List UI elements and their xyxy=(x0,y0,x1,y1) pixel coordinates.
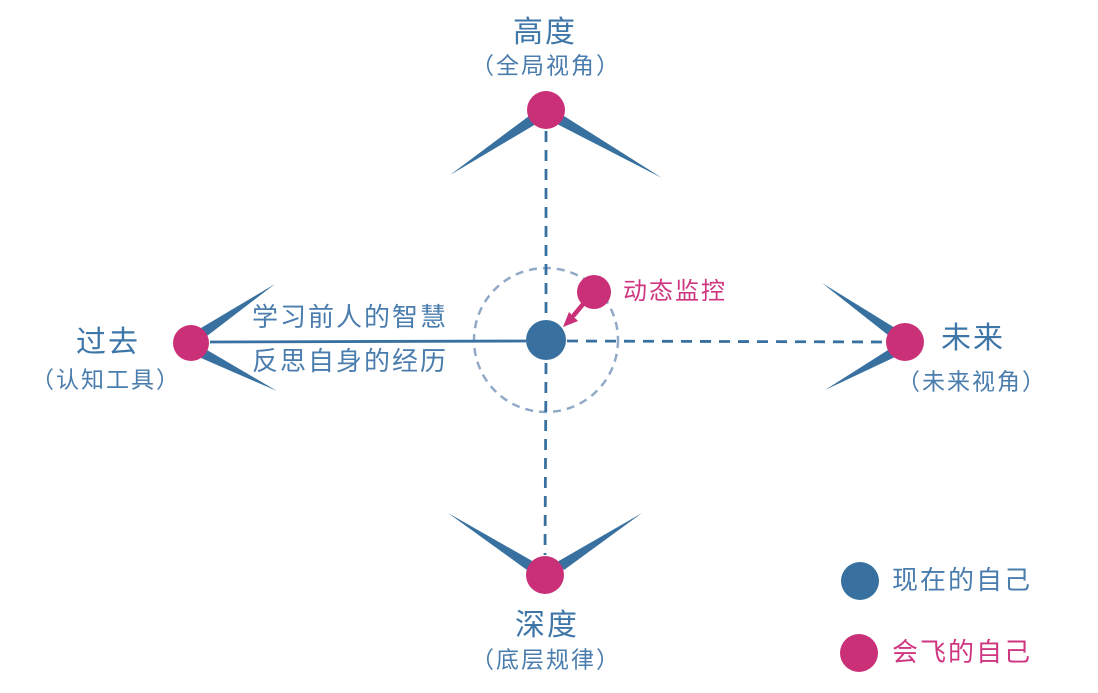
top-node-right-wing xyxy=(557,116,662,178)
right-node-dot xyxy=(886,323,924,361)
left-node-down-wing xyxy=(201,350,277,391)
left-axis-lower-annotation: 反思自身的经历 xyxy=(251,347,449,377)
bottom-node-right-wing xyxy=(557,513,642,570)
right-node-sublabel: （未来视角） xyxy=(897,369,1047,396)
legend-flying-self-dot xyxy=(840,634,878,672)
monitor-arrow-shaft xyxy=(571,300,587,318)
bottom-node-label: 深度 xyxy=(515,608,579,643)
left-axis-upper-annotation: 学习前人的智慧 xyxy=(251,303,449,333)
legend-current-self-dot xyxy=(841,562,879,600)
bottom-node-left-wing xyxy=(448,513,534,570)
wing-lines xyxy=(201,116,895,570)
legend-flying-self-label: 会飞的自己 xyxy=(892,638,1033,668)
legend-current-self-label: 现在的自己 xyxy=(892,566,1033,596)
right-node-up-wing xyxy=(822,283,895,335)
top-node-sublabel: （全局视角） xyxy=(471,53,621,80)
right-node-label: 未来 xyxy=(941,321,1005,356)
top-node-dot xyxy=(527,91,565,129)
monitor-dot xyxy=(577,275,611,309)
monitor-annotation-label: 动态监控 xyxy=(623,277,727,305)
left-node-label: 过去 xyxy=(76,325,140,360)
bottom-node-dot xyxy=(526,556,564,594)
left-node-up-wing xyxy=(201,284,275,336)
top-node-label: 高度 xyxy=(513,15,577,50)
top-node-left-wing xyxy=(450,116,536,175)
left-node-sublabel: （认知工具） xyxy=(31,367,181,394)
monitor-arrow-head xyxy=(563,312,578,327)
center-dot xyxy=(526,320,566,360)
horizontal-axis-left-solid xyxy=(209,339,527,344)
left-node-dot xyxy=(173,325,209,361)
bottom-node-sublabel: （底层规律） xyxy=(471,647,621,674)
right-node-down-wing xyxy=(825,350,895,390)
horizontal-axis-right-dashed xyxy=(566,339,886,344)
vertical-axis-bottom-dashed xyxy=(543,362,548,556)
